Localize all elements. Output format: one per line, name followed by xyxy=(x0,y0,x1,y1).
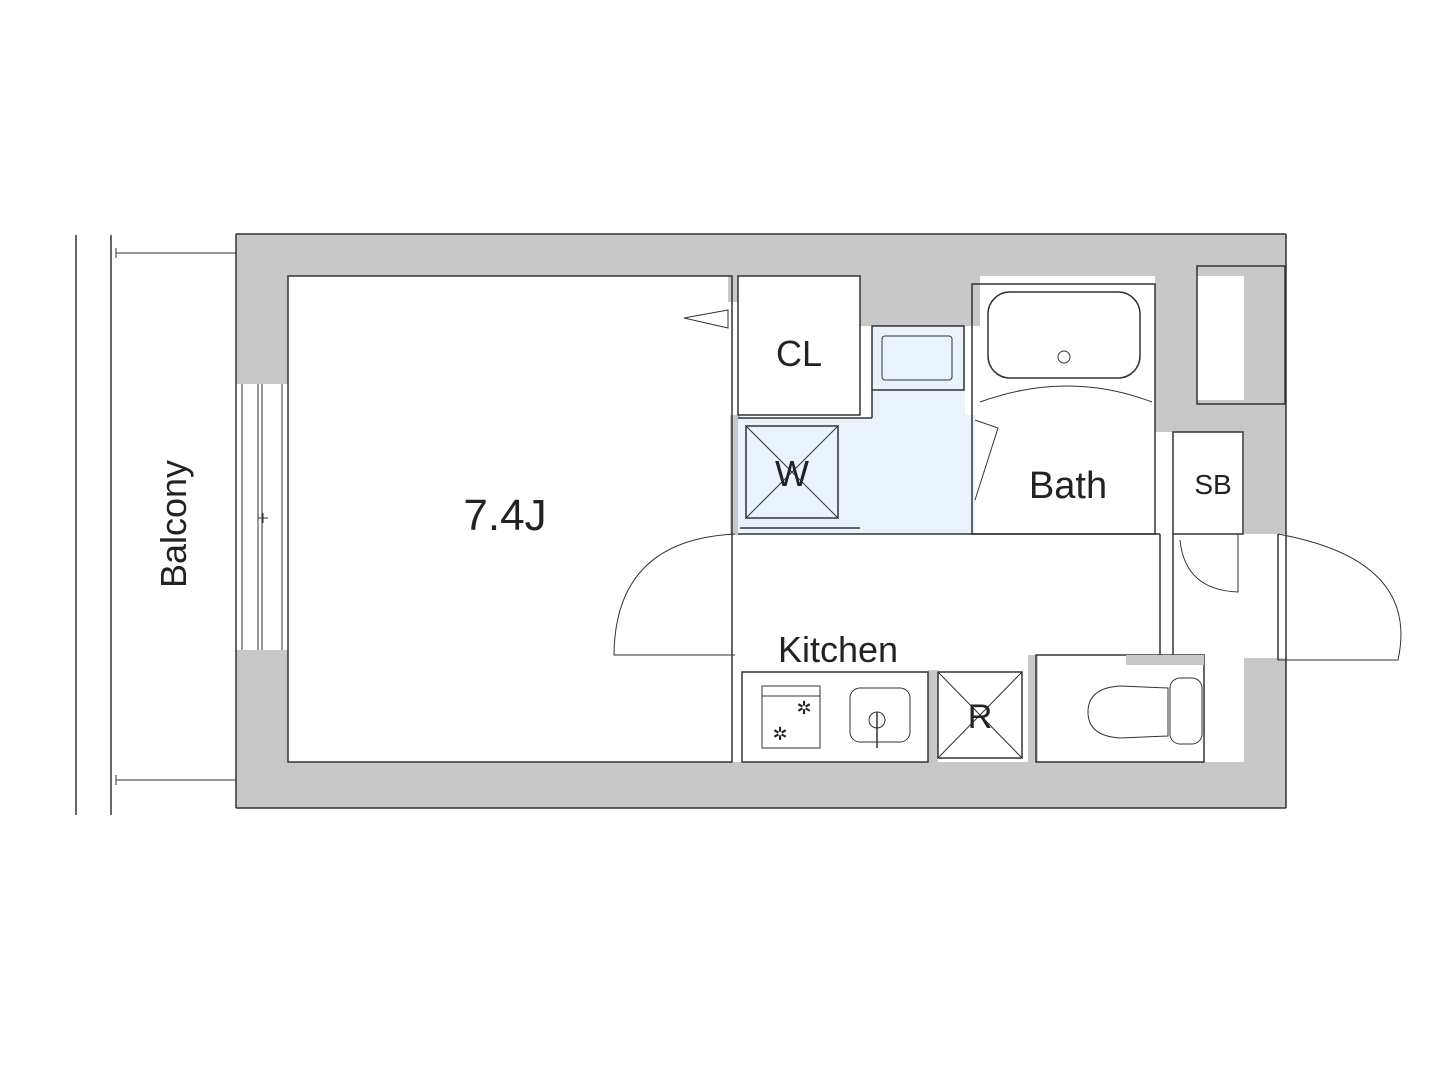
kitchen-label: Kitchen xyxy=(778,629,898,670)
room-door xyxy=(613,533,736,656)
washer-space xyxy=(745,425,839,519)
entrance xyxy=(1159,265,1402,661)
bath-label: Bath xyxy=(1029,465,1107,507)
balcony-area xyxy=(75,235,236,815)
washroom xyxy=(738,325,975,534)
shoe-box-label: SB xyxy=(1194,469,1231,500)
kitchen-counter xyxy=(741,671,929,763)
refrigerator-space xyxy=(937,671,1023,759)
main-room xyxy=(287,275,733,763)
refrigerator-label: R xyxy=(968,698,993,736)
toilet-room xyxy=(1035,654,1205,763)
main-room-label: 7.4J xyxy=(463,491,546,540)
outer-walls xyxy=(235,233,1287,809)
closet xyxy=(683,275,861,416)
balcony-window xyxy=(237,384,287,650)
closet-label: CL xyxy=(776,333,822,374)
washer-label: W xyxy=(775,453,809,494)
stove-burner-1-icon: ✲ xyxy=(796,698,811,718)
balcony-label: Balcony xyxy=(153,460,194,588)
stove-burner-2-icon: ✲ xyxy=(772,724,787,744)
faucet-icon xyxy=(868,711,886,748)
